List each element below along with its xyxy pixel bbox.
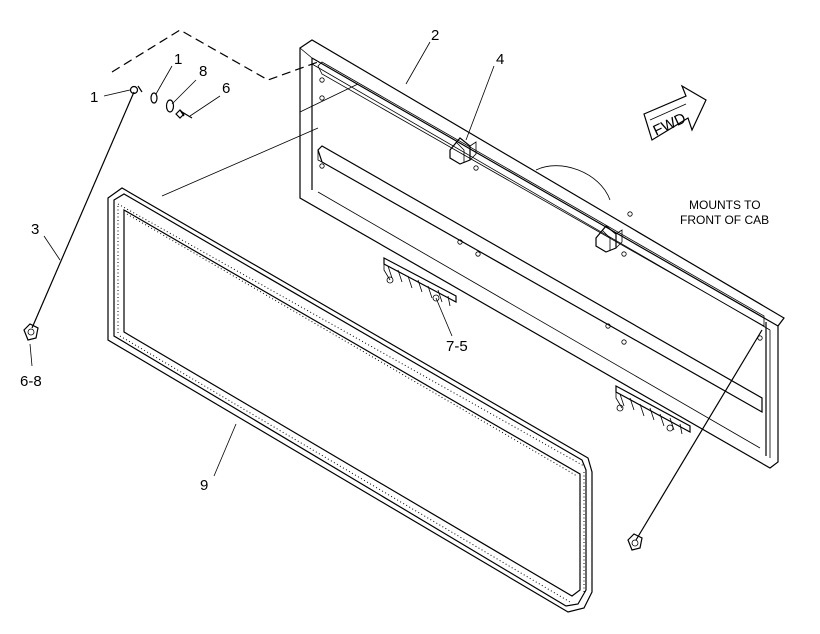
callout-4: 4 <box>496 51 504 68</box>
fwd-label: FWD <box>651 110 689 140</box>
mounting-note-line-1: MOUNTS TO <box>689 198 761 212</box>
mounting-note-line-2: FRONT OF CAB <box>680 213 769 227</box>
latch-bracket-left <box>449 137 477 165</box>
clip-strip-upper <box>383 257 457 307</box>
assembly-bracket-leader <box>111 29 319 81</box>
callout-8: 8 <box>199 63 207 80</box>
leader-lines <box>29 41 495 477</box>
callout-1-a: 1 <box>90 89 98 106</box>
callout-7-5: 7-5 <box>446 338 468 355</box>
clip-strip-lower <box>615 384 691 435</box>
glass-panel <box>107 187 593 613</box>
callout-2: 2 <box>431 27 439 44</box>
tether-cable-left <box>23 91 135 341</box>
tether-cable-right <box>627 329 763 551</box>
callout-6: 6 <box>222 80 230 97</box>
window-frame <box>299 39 785 469</box>
forward-direction-arrow: FWD <box>643 84 707 141</box>
latch-bracket-right <box>595 225 623 253</box>
callout-9: 9 <box>200 477 208 494</box>
callout-6-8: 6-8 <box>20 373 42 390</box>
callout-1-b: 1 <box>174 51 182 68</box>
fastener-hardware <box>129 85 193 119</box>
callout-3: 3 <box>31 221 39 238</box>
